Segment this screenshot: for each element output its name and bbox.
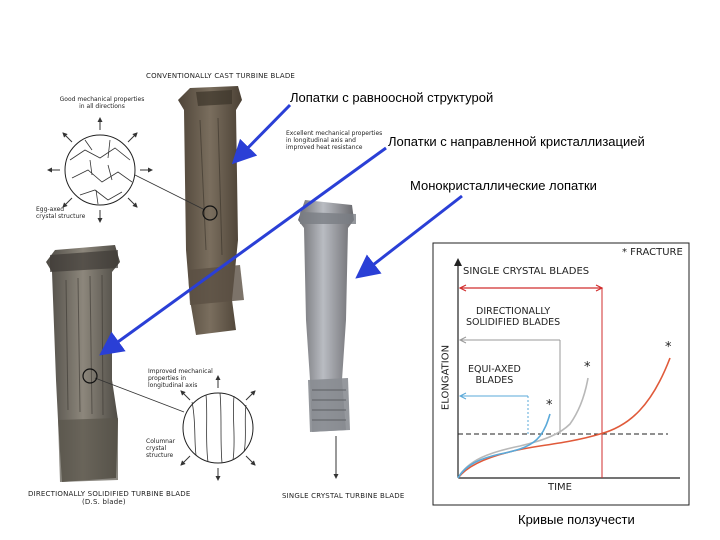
caption-ds-blade-sub: (D.S. blade)	[82, 498, 126, 506]
annotation-line: crystal	[146, 445, 175, 452]
annotation-line: crystal structure	[36, 213, 85, 220]
annotation-columnar: Columnar crystal structure	[146, 438, 175, 459]
annotation-line: longitudinal axis	[148, 382, 213, 389]
series-label-equiaxed: EQUI-AXED BLADES	[468, 364, 521, 386]
chart-xlabel: TIME	[548, 482, 572, 493]
fracture-marker-ds: *	[584, 360, 591, 375]
label-equiaxed-blades: Лопатки с равноосной структурой	[290, 90, 493, 105]
series-label-single-crystal: SINGLE CRYSTAL BLADES	[463, 266, 589, 277]
annotation-line: Columnar	[146, 438, 175, 445]
annotation-line: in longitudinal axis and	[286, 137, 382, 144]
annotation-improved-properties: Improved mechanical properties in longit…	[148, 368, 213, 389]
caption-ds-blade: DIRECTIONALLY SOLIDIFIED TURBINE BLADE	[28, 490, 190, 498]
annotation-good-properties: Good mechanical properties in all direct…	[58, 96, 146, 110]
chart-fracture-legend: * FRACTURE	[622, 247, 683, 258]
fracture-marker-equiaxed: *	[546, 398, 553, 413]
ds-blade-image	[46, 245, 120, 482]
annotation-line: properties in	[148, 375, 213, 382]
annotation-line: Improved mechanical	[148, 368, 213, 375]
series-label-line: DIRECTIONALLY	[466, 306, 560, 317]
annotation-equiaxed: Egg-axed crystal structure	[36, 206, 85, 220]
fracture-marker-single-crystal: *	[665, 340, 672, 355]
label-sc-blades: Монокристаллические лопатки	[410, 178, 597, 193]
annotation-line: improved heat resistance	[286, 144, 382, 151]
annotation-excellent-properties: Excellent mechanical properties in longi…	[286, 130, 382, 151]
series-label-line: EQUI-AXED	[468, 364, 521, 375]
label-ds-blades: Лопатки с направленной кристаллизацией	[388, 134, 720, 149]
series-label-line: SOLIDIFIED BLADES	[466, 317, 560, 328]
chart-ylabel: ELONGATION	[441, 338, 452, 418]
caption-sc-blade: SINGLE CRYSTAL TURBINE BLADE	[282, 492, 404, 500]
caption-conventional-blade: CONVENTIONALLY CAST TURBINE BLADE	[146, 72, 295, 80]
label-creep-curves: Кривые ползучести	[518, 512, 635, 527]
annotation-line: in all directions	[58, 103, 146, 110]
series-label-line: BLADES	[468, 375, 521, 386]
conventional-blade-image	[178, 86, 244, 335]
series-label-ds: DIRECTIONALLY SOLIDIFIED BLADES	[466, 306, 560, 328]
single-crystal-blade-image	[298, 200, 356, 432]
annotation-line: Excellent mechanical properties	[286, 130, 382, 137]
annotation-line: Egg-axed	[36, 206, 85, 213]
annotation-line: structure	[146, 452, 175, 459]
annotation-line: Good mechanical properties	[58, 96, 146, 103]
